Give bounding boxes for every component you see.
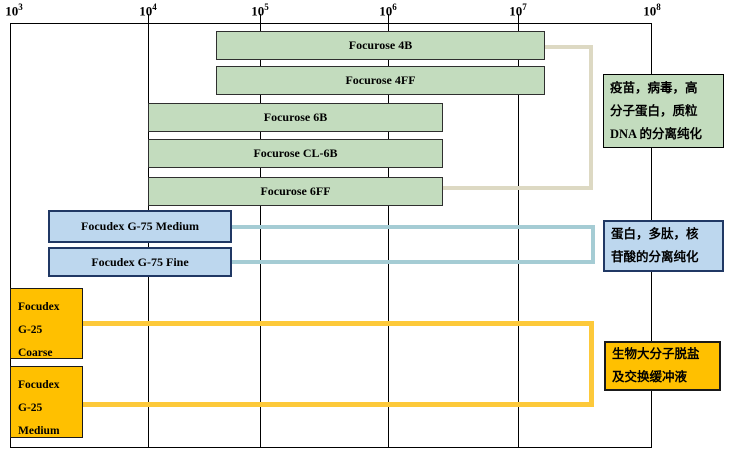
annotation-g75-applications: 蛋白，多肽，核 苷酸的分离纯化 — [603, 220, 724, 272]
bar-label-line: G-25 — [18, 324, 43, 336]
bar-label-line: G-25 — [18, 402, 43, 414]
bar-focurose-4ff: Focurose 4FF — [216, 66, 545, 95]
annotation-line: DNA 的分离纯化 — [610, 126, 703, 141]
bar-focurose-4b: Focurose 4B — [216, 31, 545, 60]
annotation-line: 生物大分子脱盐 — [612, 347, 700, 361]
bar-focurose-6b: Focurose 6B — [148, 103, 443, 132]
axis-tick-label: 106 — [379, 2, 397, 19]
bar-label-line: Medium — [18, 425, 60, 437]
axis-tick — [148, 14, 149, 23]
axis-tick-label: 107 — [509, 2, 527, 19]
bar-focurose-6ff: Focurose 6FF — [148, 177, 443, 206]
annotation-line: 苷酸的分离纯化 — [611, 250, 699, 264]
annotation-line: 疫苗，病毒，高 — [610, 80, 698, 95]
axis-tick — [388, 14, 389, 23]
bar-focudex-g25-medium: Focudex G-25 Medium — [10, 366, 83, 438]
bracket-focurose-top-segment — [545, 45, 593, 49]
bar-label-line: Focudex — [18, 379, 60, 391]
annotation-focurose-applications: 疫苗，病毒，高 分子蛋白，质粒 DNA 的分离纯化 — [603, 74, 724, 148]
axis-tick — [260, 14, 261, 23]
axis-tick-label: 108 — [643, 2, 661, 19]
bar-focudex-g75-medium: Focudex G-75 Medium — [48, 210, 232, 243]
bar-focudex-g25-coarse: Focudex G-25 Coarse — [10, 288, 83, 359]
gridline-10e5 — [260, 24, 261, 447]
gridline-10e7 — [518, 24, 519, 447]
bar-focudex-g75-fine: Focudex G-75 Fine — [48, 247, 232, 277]
gridline-10e6 — [388, 24, 389, 447]
annotation-line: 分子蛋白，质粒 — [610, 103, 698, 118]
axis-tick-label: 103 — [5, 2, 23, 19]
bracket-g25 — [83, 321, 594, 407]
bar-label-line: Coarse — [18, 347, 53, 359]
bracket-g75 — [232, 225, 595, 264]
bar-focurose-cl-6b: Focurose CL-6B — [148, 139, 443, 168]
axis-tick — [518, 14, 519, 23]
annotation-line: 及交换缓冲液 — [612, 370, 688, 384]
bar-label-line: Focudex — [18, 301, 60, 313]
annotation-g25-applications: 生物大分子脱盐 及交换缓冲液 — [604, 341, 721, 391]
annotation-line: 蛋白，多肽，核 — [611, 227, 699, 241]
axis-tick-label: 104 — [139, 2, 157, 19]
axis-tick-label: 105 — [251, 2, 269, 19]
bracket-focurose — [443, 45, 593, 190]
